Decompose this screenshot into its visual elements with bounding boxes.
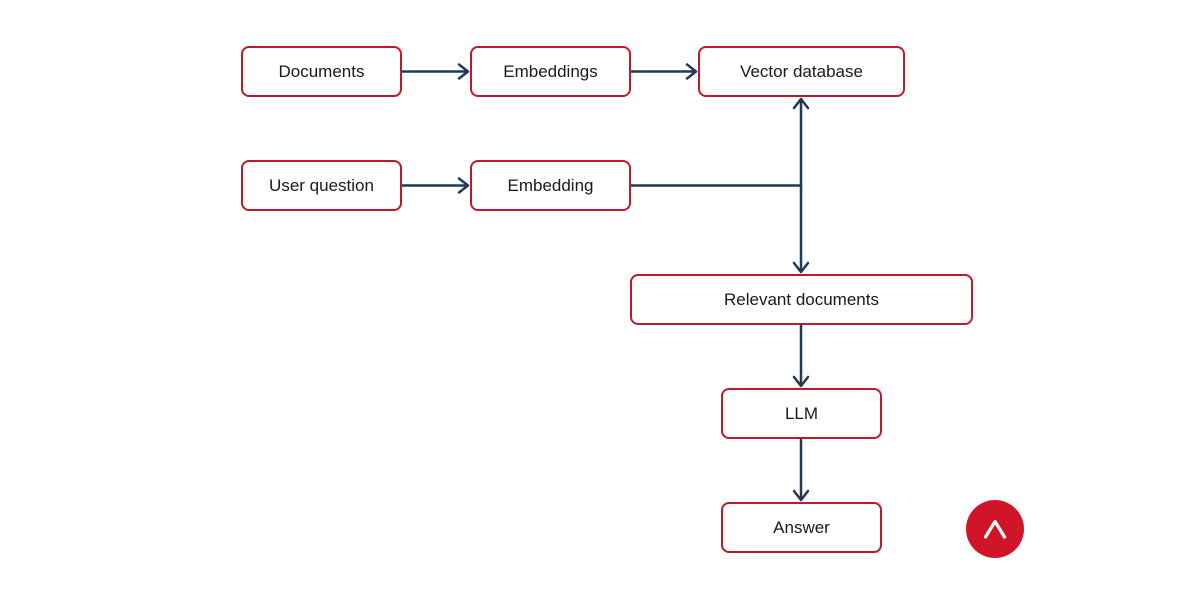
node-embeddings: Embeddings	[470, 46, 631, 97]
node-vector-database-label: Vector database	[740, 61, 863, 81]
arrow-junction-to-vector-database	[792, 97, 810, 187]
arrow-relevant-documents-to-llm	[792, 323, 810, 388]
node-user-question-label: User question	[269, 175, 374, 195]
node-vector-database: Vector database	[698, 46, 905, 97]
arrow-documents-to-embeddings	[400, 63, 470, 80]
node-embedding: Embedding	[470, 160, 631, 211]
node-relevant-documents-label: Relevant documents	[724, 289, 879, 309]
node-embeddings-label: Embeddings	[503, 61, 598, 81]
node-llm-label: LLM	[784, 403, 819, 423]
arrow-user-question-to-embedding	[400, 177, 470, 194]
node-llm: LLM	[721, 388, 882, 439]
node-documents-label: Documents	[278, 61, 365, 81]
node-user-question: User question	[241, 160, 402, 211]
arrow-llm-to-answer	[792, 437, 810, 502]
arrow-junction-to-relevant-documents	[792, 184, 810, 274]
node-answer-label: Answer	[773, 517, 830, 537]
node-documents: Documents	[241, 46, 402, 97]
node-relevant-documents: Relevant documents	[630, 274, 973, 325]
node-answer: Answer	[721, 502, 882, 553]
arrow-embeddings-to-vector-database	[629, 63, 698, 80]
node-embedding-label: Embedding	[507, 175, 594, 195]
caret-up-logo-icon	[966, 500, 1024, 558]
